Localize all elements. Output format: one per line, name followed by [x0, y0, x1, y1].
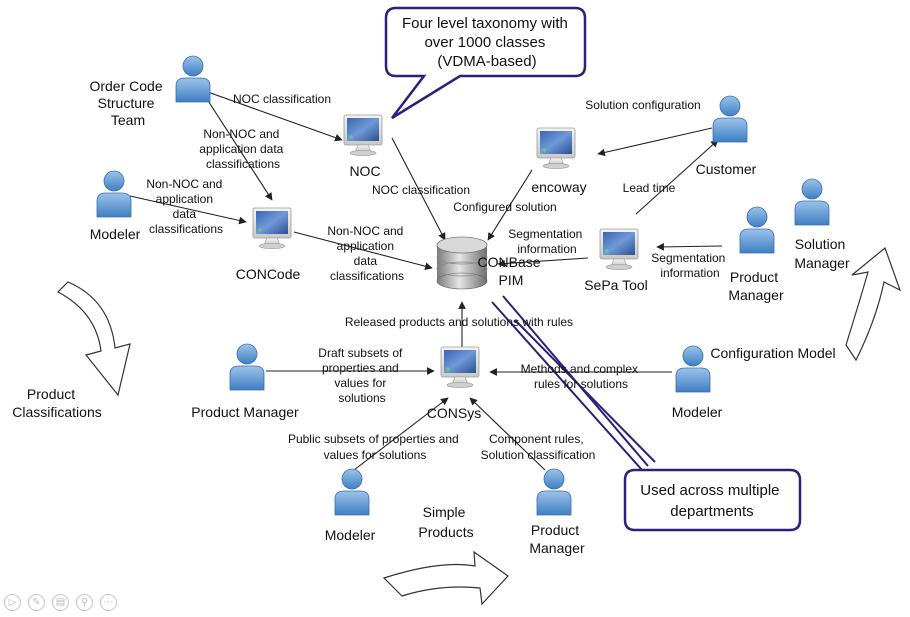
modeler-bottom-label: Modeler: [325, 527, 376, 543]
consys-label: CONSys: [427, 405, 481, 421]
encoway-label: encoway: [531, 179, 586, 195]
conbase-label: CONBase PIM: [478, 254, 545, 288]
left-cycle-arrow: [57, 281, 131, 397]
edge-label-noc-classification-top: NOC classification: [233, 92, 331, 106]
edge-label-segmentation-pm: Segmentation information: [651, 251, 728, 280]
arrow-modeler-concode: [129, 195, 247, 225]
simple-products-label: Simple Products: [418, 504, 473, 540]
arrow-pm-sepa: [656, 243, 723, 251]
product-manager-right-label: Product Manager: [728, 269, 784, 303]
noc-monitor-icon: [343, 114, 383, 157]
edge-label-lead-time: Lead time: [623, 181, 676, 195]
sepa-monitor-icon: [599, 228, 639, 271]
edge-label-noc-classification-mid: NOC classification: [372, 183, 470, 197]
arrow-concode-conbase: [293, 231, 433, 270]
arrow-noc-conbase: [391, 137, 446, 241]
cycle-arrows: [57, 246, 902, 606]
edge-label-solution-configuration: Solution configuration: [585, 98, 700, 112]
modeler-bottom-person-icon: [334, 468, 370, 516]
edge-label-methods-rules: Methods and complex rules for solutions: [521, 362, 642, 391]
departments-callout-text: Used across multiple departments: [640, 482, 783, 520]
solution-manager-person-icon: [794, 178, 830, 226]
sepa-label: SePa Tool: [584, 277, 648, 293]
conbase-database-icon: [436, 236, 488, 290]
concode-monitor-icon: [252, 207, 292, 250]
zoom-icon[interactable]: ⚲: [76, 594, 93, 611]
configuration-model-label: Configuration Model: [710, 345, 835, 361]
arrow-sepa-conbase: [497, 257, 589, 268]
arrow-team-noc: [204, 90, 343, 142]
edge-label-public-subsets: Public subsets of properties and values …: [288, 432, 462, 462]
encoway-monitor-icon: [536, 127, 576, 170]
edge-label-configured-solution: Configured solution: [453, 200, 556, 214]
more-icon[interactable]: ⋯: [100, 594, 117, 611]
modeler-left-person-icon: [96, 170, 132, 218]
concode-label: CONCode: [236, 266, 301, 282]
taxonomy-callout: Four level taxonomy with over 1000 class…: [384, 6, 587, 120]
customer-person-icon: [712, 95, 748, 143]
edge-label-segmentation-sepa: Segmentation information: [508, 227, 585, 256]
arrow-customer-encoway: [597, 127, 713, 157]
taxonomy-callout-text: Four level taxonomy with over 1000 class…: [402, 15, 572, 70]
modeler-left-label: Modeler: [90, 226, 141, 242]
flow-arrows: [129, 90, 723, 471]
product-manager-right-person-icon: [739, 206, 775, 254]
order-code-team-person-icon: [175, 55, 211, 103]
departments-callout: Used across multiple departments: [623, 468, 802, 532]
department-connectors: [491, 295, 656, 471]
arrow-team-concode: [204, 95, 273, 201]
arrow-modeler-bottom-consys: [353, 397, 449, 471]
customer-label: Customer: [696, 161, 757, 177]
right-cycle-arrow: [845, 246, 902, 362]
modeler-right-label: Modeler: [672, 404, 723, 420]
product-manager-left-person-icon: [229, 343, 265, 391]
arrow-encoway-conbase: [487, 169, 533, 241]
bottom-cycle-arrow: [382, 550, 509, 606]
edge-label-released: Released products and solutions with rul…: [345, 315, 573, 329]
edge-label-non-noc-modeler: Non-NOC and application data classificat…: [146, 177, 225, 236]
edge-label-draft-subsets: Draft subsets of properties and values f…: [318, 346, 405, 405]
play-icon[interactable]: ▷: [4, 594, 21, 611]
edge-label-non-noc-team: Non-NOC and application data classificat…: [199, 127, 286, 171]
modeler-right-person-icon: [675, 345, 711, 393]
product-classifications-label: Product Classifications: [12, 386, 101, 420]
arrow-pm-bottom-consys: [469, 397, 546, 471]
solution-manager-label: Solution Manager: [794, 236, 850, 271]
consys-monitor-icon: [440, 346, 480, 389]
edge-label-non-noc-concode: Non-NOC and application data classificat…: [327, 224, 406, 283]
product-manager-bottom-person-icon: [536, 468, 572, 516]
pen-icon[interactable]: ✎: [28, 594, 45, 611]
arrow-sepa-customer: [635, 139, 719, 215]
noc-label: NOC: [349, 163, 380, 179]
product-manager-bottom-label: Product Manager: [529, 522, 585, 556]
product-manager-left-label: Product Manager: [191, 404, 299, 420]
edge-label-component-rules: Component rules, Solution classification: [481, 432, 596, 462]
order-code-team-label: Order Code Structure Team: [89, 78, 166, 128]
slides-icon[interactable]: ▤: [52, 594, 69, 611]
